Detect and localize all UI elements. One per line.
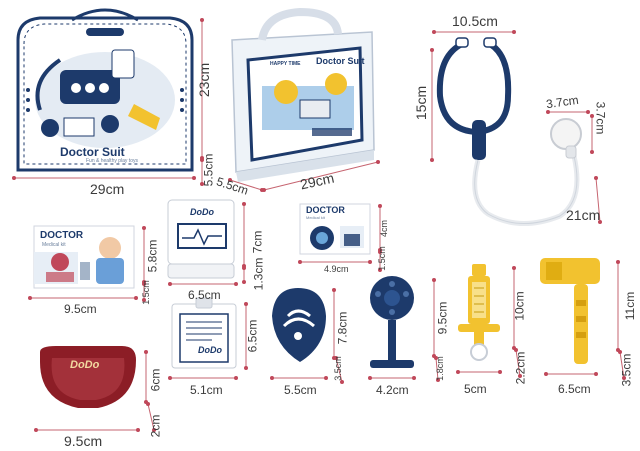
card-tagline-text: Fun & healthy play toys (86, 158, 138, 164)
doctor-suit-card-image (16, 8, 194, 172)
large-card-title: DOCTOR (40, 230, 84, 241)
otoscope-height-label: 7.8cm (335, 311, 350, 345)
badge-height-label: 7cm (250, 230, 265, 254)
syringe-width-label: 5cm (464, 382, 487, 396)
doctor-card-small-image (299, 203, 371, 255)
reflector-image (370, 276, 414, 368)
stethoscope-chest-height-label: 3.7cm (593, 101, 608, 135)
tray-image (40, 346, 136, 408)
clipboard-width-label: 5.1cm (190, 383, 223, 397)
syringe-height-label: 10cm (512, 291, 527, 321)
large-card-thickness-label: 1.5cm (140, 280, 151, 305)
hammer-thickness-label: 3.5cm (619, 353, 634, 387)
clipboard-height-label: 6.5cm (245, 319, 260, 353)
otoscope-image (272, 288, 326, 362)
doctor-suit-case-image (231, 7, 375, 182)
otoscope-width-label: 5.5cm (284, 383, 317, 397)
large-card-height-label: 5.8cm (145, 239, 160, 273)
otoscope-thickness-label: 3.5cm (332, 356, 343, 381)
large-card-subtitle: Medical kit (42, 242, 66, 248)
doctor-card-large-image (33, 225, 135, 289)
tray-thickness-label: 2cm (148, 414, 163, 438)
clipboard-logo: DoDo (198, 345, 222, 355)
reflector-width-label: 4.2cm (376, 383, 409, 397)
stethoscope-height-label: 15cm (413, 85, 430, 121)
tray-width-label: 9.5cm (64, 433, 103, 449)
hammer-width-label: 6.5cm (558, 382, 591, 396)
small-card-title: DOCTOR (306, 205, 345, 215)
badge-thickness-label: 1.3cm (251, 257, 266, 291)
small-card-height-label: 4cm (379, 219, 390, 238)
card-depth-label: 5.5cm (201, 153, 216, 187)
card-height-label: 23cm (196, 62, 213, 98)
badge-width-label: 6.5cm (188, 288, 221, 302)
stethoscope-image (436, 37, 582, 227)
large-card-width-label: 9.5cm (64, 302, 97, 316)
reflector-thickness-label: 1.8cm (434, 356, 445, 381)
card-brand-text: Doctor Suit (60, 145, 125, 159)
badge-monitor-image (167, 199, 235, 279)
tray-logo: DoDo (70, 359, 100, 371)
syringe-thickness-label: 2.2cm (513, 351, 528, 385)
card-width-label: 29cm (90, 181, 125, 197)
stethoscope-width-label: 10.5cm (452, 13, 498, 29)
case-brand-text: Doctor Suit (316, 56, 365, 66)
small-card-subtitle: Medical kit (306, 215, 325, 220)
syringe-image (458, 264, 500, 361)
small-card-thickness-label: 1.5cm (376, 246, 387, 271)
hammer-height-label: 11cm (623, 291, 638, 321)
reflex-hammer-image (540, 258, 600, 364)
stethoscope-tube-label: 21cm (566, 207, 601, 223)
clipboard-image (171, 297, 237, 369)
reflector-height-label: 9.5cm (435, 301, 450, 335)
tray-height-label: 6cm (148, 368, 163, 392)
badge-logo: DoDo (190, 207, 214, 217)
case-tag-text: HAPPY TIME (270, 61, 301, 67)
small-card-width-label: 4.9cm (324, 264, 349, 274)
